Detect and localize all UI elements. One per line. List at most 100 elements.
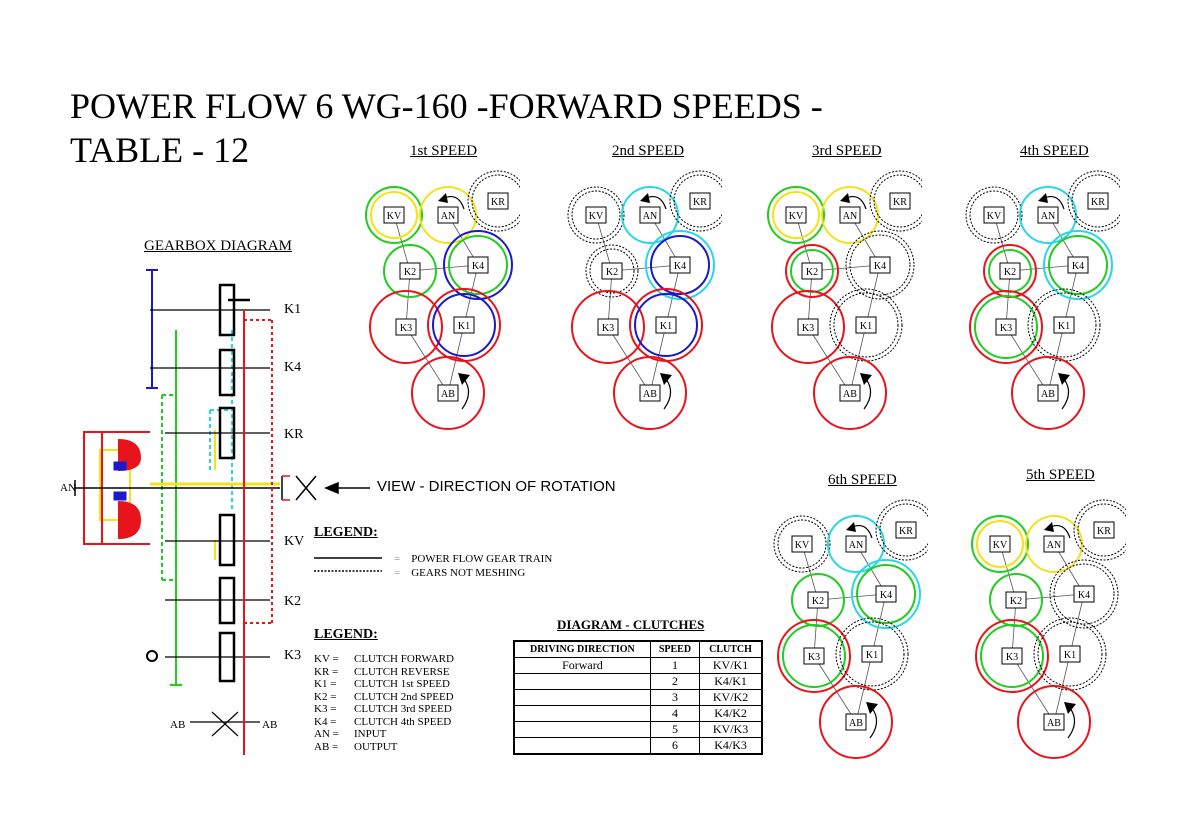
rotation-arrow-output xyxy=(863,378,872,410)
gear-idle-circle xyxy=(1049,559,1119,629)
rotation-arrowhead-output xyxy=(1058,373,1070,385)
gear-link xyxy=(795,214,813,272)
gear-link xyxy=(649,324,667,394)
gear-active-circle xyxy=(976,520,1024,568)
clutch-table-header: SPEED xyxy=(649,640,701,658)
gear-label-box xyxy=(869,256,891,274)
gear-active-circle xyxy=(645,230,715,300)
gear-label: KV xyxy=(589,211,604,222)
gear-label: K1 xyxy=(660,321,672,332)
gear-label: K2 xyxy=(1004,267,1016,278)
speed-title: 6th SPEED xyxy=(828,472,897,488)
gear-link xyxy=(1005,270,1011,328)
view-direction-text: VIEW - DIRECTION OF ROTATION xyxy=(377,478,616,495)
gear-label: AB xyxy=(843,389,857,400)
gear-label-box xyxy=(839,384,861,402)
gear-label-box xyxy=(399,262,421,280)
gear-label: AB xyxy=(849,718,863,729)
speed-title: 3rd SPEED xyxy=(812,143,882,159)
gear-active-circle xyxy=(772,191,820,239)
gear-label-box xyxy=(1087,192,1109,210)
gearbox-output-label-right: AB xyxy=(262,719,278,731)
gear-label: K4 xyxy=(1072,261,1084,272)
gear-label-box xyxy=(1037,384,1059,402)
gear-link xyxy=(1015,593,1085,601)
gear-label-box xyxy=(1037,206,1059,224)
legend-abbrev-item: KR =CLUTCH REVERSE xyxy=(314,665,450,678)
gear-label: K3 xyxy=(1006,652,1018,663)
rotation-arrowhead-input xyxy=(640,193,650,203)
gear-label: K4 xyxy=(880,590,892,601)
rotation-arrowhead-output xyxy=(660,373,672,385)
rotation-arrowhead-output xyxy=(1064,702,1076,714)
gear-label-box xyxy=(597,318,619,336)
gear-label-box xyxy=(797,318,819,336)
gear-idle-circle xyxy=(1031,292,1097,358)
gear-active-circle xyxy=(821,186,879,244)
gear-label: K1 xyxy=(866,650,878,661)
gear-active-circle xyxy=(383,244,437,298)
gearbox-yellow-parts xyxy=(99,430,216,560)
gearbox-label-k2: K2 xyxy=(284,594,302,609)
gear-label-box xyxy=(1001,647,1023,665)
gear-active-circle xyxy=(771,290,845,364)
gear-label: KV xyxy=(987,211,1002,222)
gear-idle-circle xyxy=(585,244,639,298)
gear-idle-circle xyxy=(879,503,928,557)
gear-label: K1 xyxy=(1058,321,1070,332)
gear-active-circle xyxy=(365,186,423,244)
gear-label-box xyxy=(655,316,677,334)
legend-abbrev-item: KV =CLUTCH FORWARD xyxy=(314,653,454,665)
gear-label-box xyxy=(437,384,459,402)
rotation-arrowhead-output xyxy=(866,702,878,714)
gear-idle-circle xyxy=(1073,499,1126,561)
gear-label: AB xyxy=(1041,389,1055,400)
gear-link xyxy=(1063,264,1079,326)
gear-label-box xyxy=(1053,316,1075,334)
gear-active-circle xyxy=(782,624,846,688)
gear-label: KV xyxy=(795,540,810,551)
clutch-table-header: DRIVING DIRECTION xyxy=(513,640,651,658)
legend-abbrev-item: K1 =CLUTCH 1st SPEED xyxy=(314,678,450,690)
gear-label-box xyxy=(437,206,459,224)
gear-active-circle xyxy=(819,685,893,759)
gear-label-box xyxy=(1073,585,1095,603)
gear-active-circle xyxy=(974,295,1038,359)
gear-label: KR xyxy=(491,197,505,208)
page-title-line-2: TABLE - 12 xyxy=(70,130,250,170)
gear-label: KV xyxy=(387,211,402,222)
gear-active-circle xyxy=(971,515,1029,573)
gearbox-clutch-packs xyxy=(150,283,270,737)
gear-active-circle xyxy=(851,559,921,629)
gear-label-box xyxy=(845,713,867,731)
gear-link xyxy=(999,543,1017,601)
gear-link xyxy=(813,599,819,657)
gear-label: K2 xyxy=(806,267,818,278)
legend-abbrev-item: K2 =CLUTCH 2nd SPEED xyxy=(314,690,454,703)
gear-idle-circle xyxy=(869,170,922,232)
gear-active-circle xyxy=(571,290,645,364)
rotation-arrow-output xyxy=(663,378,672,410)
gear-idle-circle xyxy=(849,234,911,296)
gear-active-circle xyxy=(767,186,825,244)
gear-label-box xyxy=(1005,591,1027,609)
gear-active-circle xyxy=(975,619,1049,693)
gear-active-circle xyxy=(1011,356,1085,430)
gear-label-box xyxy=(1067,256,1089,274)
gear-label: AB xyxy=(441,389,455,400)
gearbox-blue-shaft xyxy=(146,269,158,389)
gearbox-label-kr: KR xyxy=(284,427,304,442)
rotation-arrowhead-input xyxy=(1038,193,1048,203)
gear-active-circle xyxy=(969,290,1043,364)
legend-lines-heading: LEGEND: xyxy=(314,525,378,540)
gear-label: AN xyxy=(1047,540,1061,551)
gear-active-circle xyxy=(856,564,916,624)
gear-label: K3 xyxy=(1000,323,1012,334)
